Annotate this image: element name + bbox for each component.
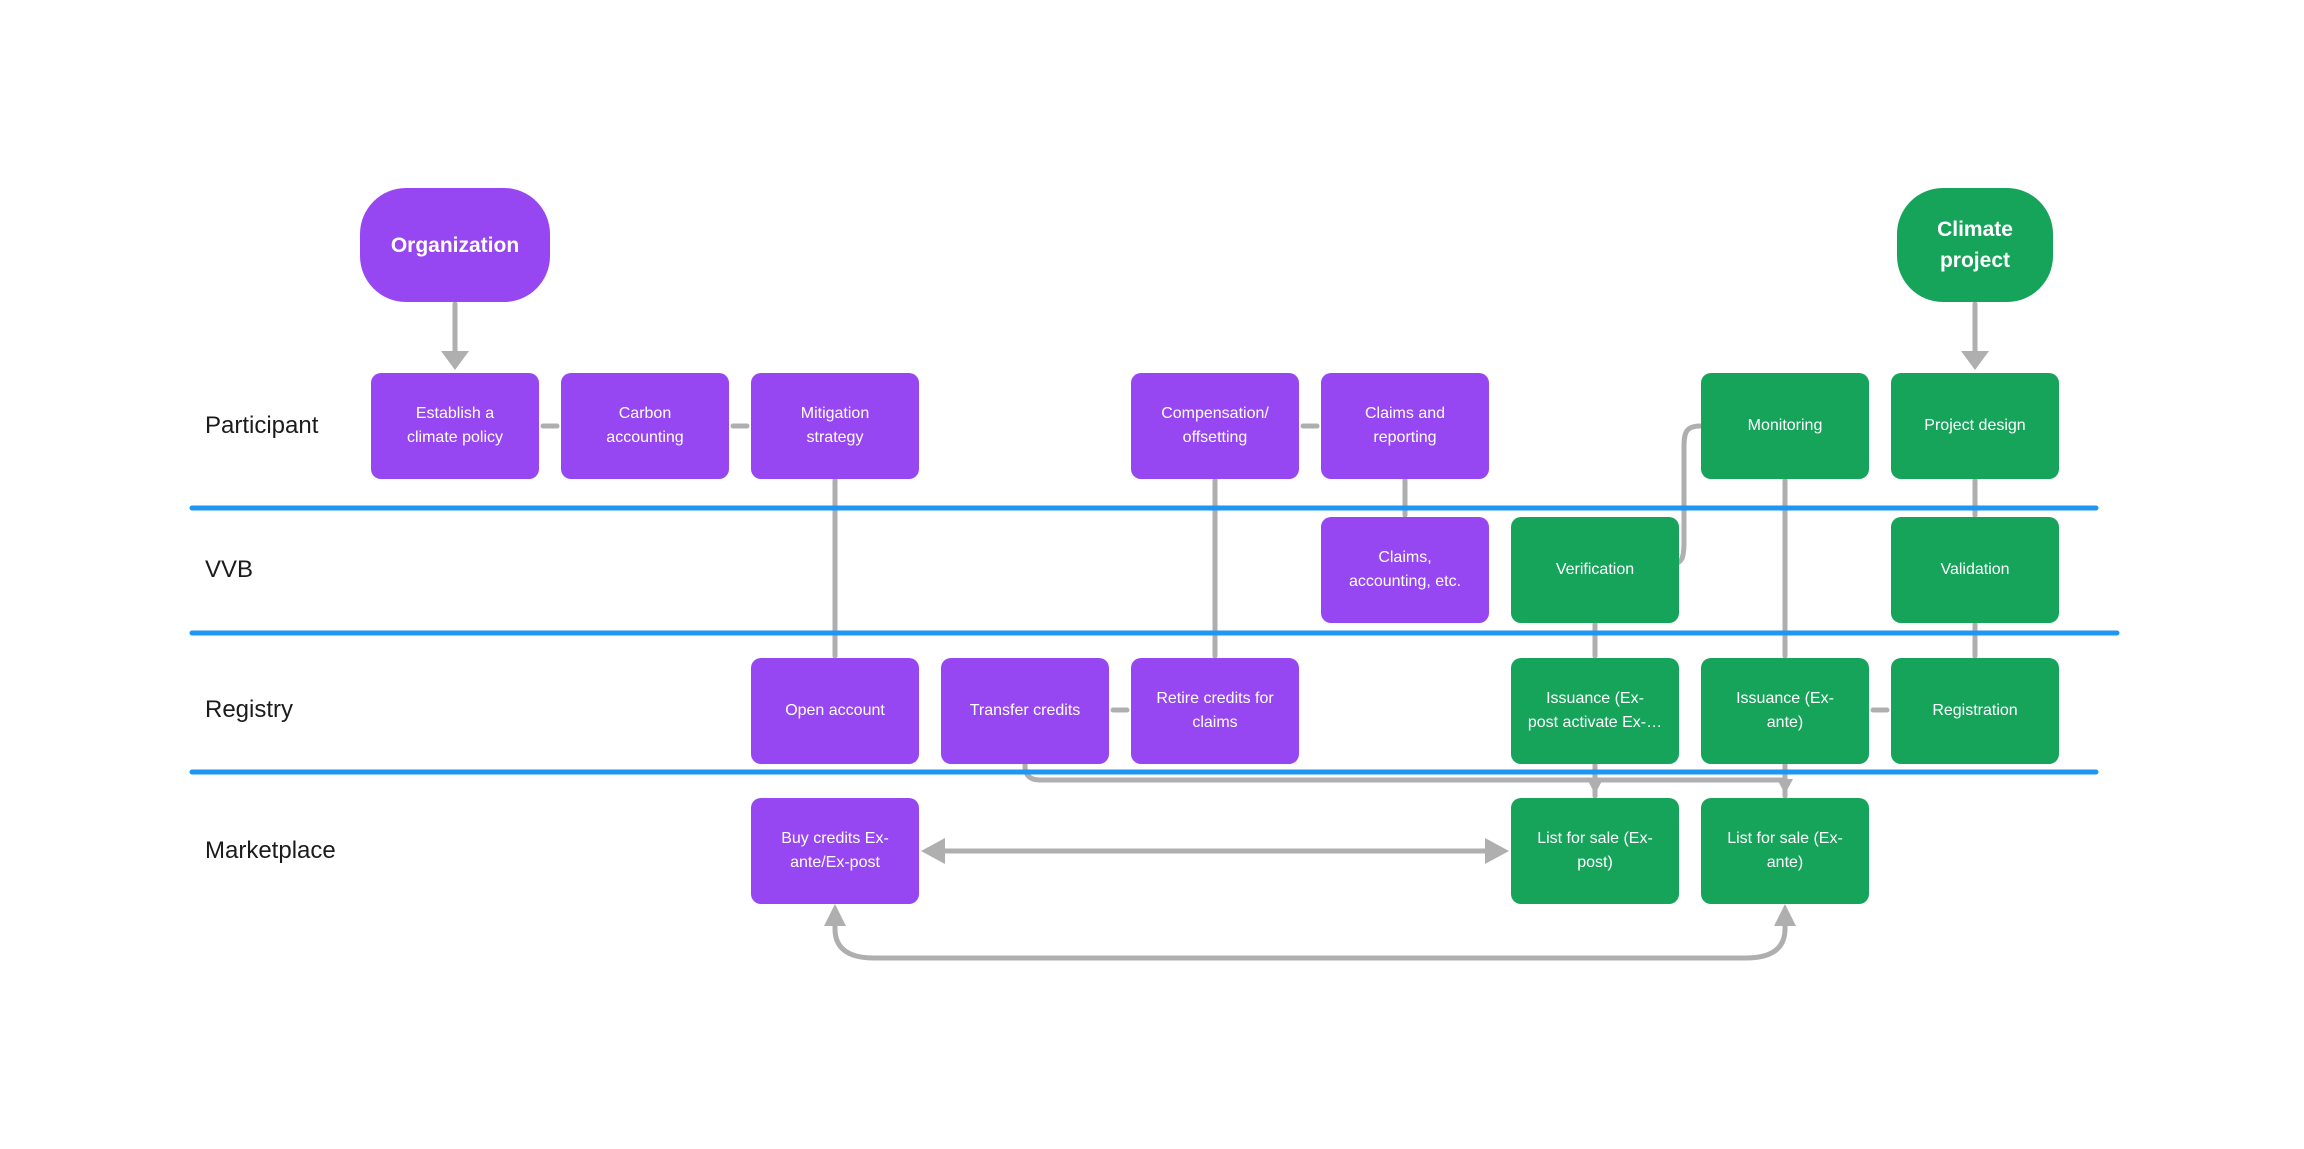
box-mitigation-strategy[interactable]: Mitigation strategy [751,373,919,479]
transfer-arrowhead-ex-post [1587,779,1603,794]
box-compensation-offsetting[interactable]: Compensation/ offsetting [1131,373,1299,479]
box-issuance-ex-post[interactable]: Issuance (Ex- post activate Ex-… [1511,658,1679,764]
elbow-monitoring-verification [1669,423,1703,568]
pill-climate-project[interactable]: Climate project [1897,188,2053,302]
climate-project-arrowhead [1961,351,1989,370]
box-verification[interactable]: Verification [1511,517,1679,623]
box-establish-climate-policy[interactable]: Establish a climate policy [371,373,539,479]
curve-buy-list-exante [832,921,1788,961]
lane-label-marketplace: Marketplace [205,837,336,864]
organization-arrowhead [441,351,469,370]
double-arrowhead-left [921,838,945,864]
box-buy-credits[interactable]: Buy credits Ex- ante/Ex-post [751,798,919,904]
transfer-arrowhead-ex-ante [1777,779,1793,794]
box-registration[interactable]: Registration [1891,658,2059,764]
curve-arrowhead-buy-credits [824,904,846,926]
double-arrowhead-right [1485,838,1509,864]
pill-organization[interactable]: Organization [360,188,550,302]
elbow-transfer-credits-horizontal [1022,759,1788,783]
box-claims-and-reporting[interactable]: Claims and reporting [1321,373,1489,479]
box-monitoring[interactable]: Monitoring [1701,373,1869,479]
box-carbon-accounting[interactable]: Carbon accounting [561,373,729,479]
lane-label-participant: Participant [205,412,319,439]
box-validation[interactable]: Validation [1891,517,2059,623]
curve-arrowhead-list-ex-ante [1774,904,1796,926]
box-list-for-sale-ex-post[interactable]: List for sale (Ex- post) [1511,798,1679,904]
box-open-account[interactable]: Open account [751,658,919,764]
box-retire-credits-for-claims[interactable]: Retire credits for claims [1131,658,1299,764]
lane-label-vvb: VVB [205,556,254,583]
box-transfer-credits[interactable]: Transfer credits [941,658,1109,764]
box-issuance-ex-ante[interactable]: Issuance (Ex- ante) [1701,658,1869,764]
box-list-for-sale-ex-ante[interactable]: List for sale (Ex- ante) [1701,798,1869,904]
lane-label-registry: Registry [205,696,294,723]
box-project-design[interactable]: Project design [1891,373,2059,479]
box-claims-accounting-etc[interactable]: Claims, accounting, etc. [1321,517,1489,623]
